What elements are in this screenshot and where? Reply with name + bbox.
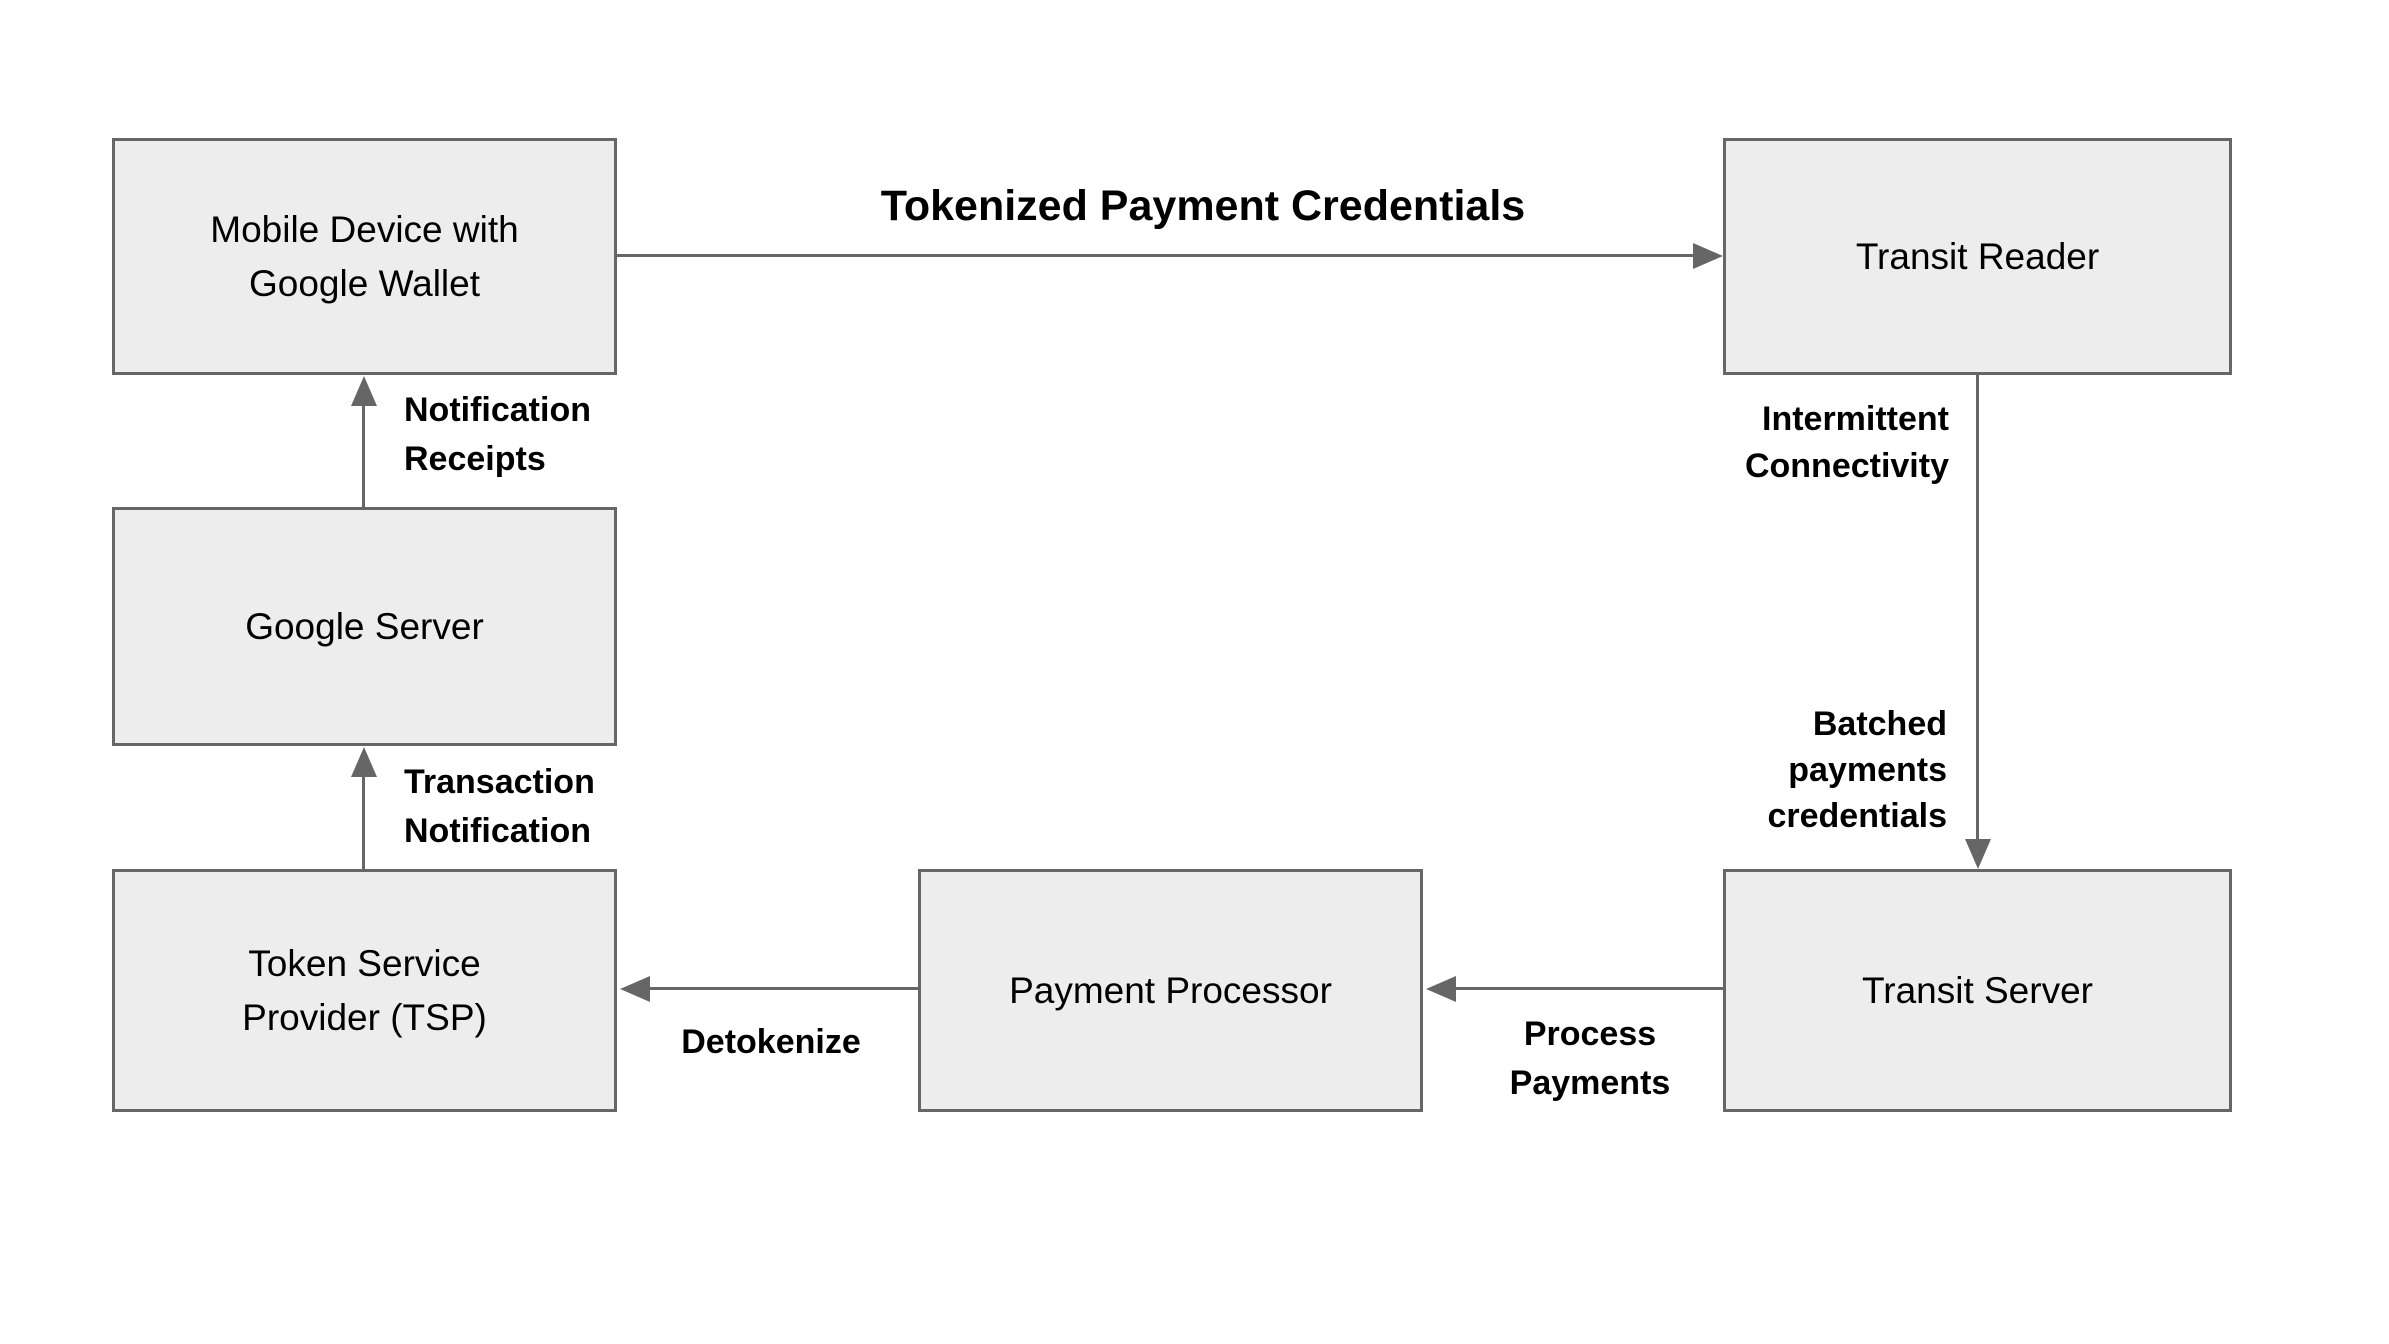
edge-transaction-notification-label: Transaction Notification	[404, 758, 595, 856]
edge-notification-receipts-label-line2: Receipts	[404, 440, 546, 478]
node-mobile-device-label-line2: Google Wallet	[248, 262, 480, 304]
edge-notification-receipts-line	[362, 405, 365, 507]
edge-tokenized-label: Tokenized Payment Credentials	[880, 182, 1526, 230]
node-mobile-device: Mobile Device with Google Wallet	[112, 138, 617, 375]
edge-detokenize-arrowhead	[620, 976, 650, 1002]
edge-process-payments-label-line2: Payments	[1509, 1064, 1671, 1102]
edge-tokenized-arrowhead	[1693, 243, 1723, 269]
edge-detokenize-label: Detokenize	[681, 1023, 861, 1061]
edge-intermittent-label-line1: Intermittent	[1762, 400, 1949, 438]
node-transit-server-label: Transit Server	[1862, 969, 2093, 1011]
edge-detokenize-line	[650, 987, 918, 990]
edge-notification-receipts-label: Notification Receipts	[404, 386, 591, 484]
edge-transaction-notification-label-line1: Transaction	[404, 763, 595, 801]
node-token-service-provider: Token Service Provider (TSP)	[112, 869, 617, 1112]
node-transit-reader: Transit Reader	[1723, 138, 2232, 375]
edge-notification-receipts-label-line1: Notification	[404, 391, 591, 429]
node-mobile-device-label-line1: Mobile Device with	[210, 208, 519, 250]
edge-transaction-notification-line	[362, 776, 365, 869]
edge-batched-label-line3: credentials	[1767, 797, 1947, 835]
node-transit-server: Transit Server	[1723, 869, 2232, 1112]
edge-intermittent-label: Intermittent Connectivity	[1660, 396, 1949, 490]
node-google-server-label: Google Server	[245, 605, 484, 647]
edge-transaction-notification-arrowhead	[351, 747, 377, 777]
node-payment-processor: Payment Processor	[918, 869, 1423, 1112]
node-transit-reader-label: Transit Reader	[1855, 235, 2100, 277]
edge-batched-arrowhead	[1965, 839, 1991, 869]
edge-batched-label: Batched payments credentials	[1660, 701, 1947, 839]
node-tsp-label-line2: Provider (TSP)	[242, 996, 487, 1038]
node-google-server: Google Server	[112, 507, 617, 746]
edge-transaction-notification-label-line2: Notification	[404, 812, 591, 850]
node-tsp-label-line1: Token Service	[248, 942, 481, 984]
edge-process-payments-arrowhead	[1426, 976, 1456, 1002]
edge-batched-label-line1: Batched	[1812, 705, 1947, 743]
edge-intermittent-label-line2: Connectivity	[1744, 447, 1949, 485]
edge-process-payments-label-line1: Process	[1523, 1015, 1657, 1053]
edge-process-payments-line	[1456, 987, 1723, 990]
edge-tokenized-line	[617, 254, 1695, 257]
node-payment-processor-label: Payment Processor	[1009, 969, 1332, 1011]
edge-process-payments-label: Process Payments	[1480, 1010, 1700, 1108]
edge-batched-line	[1976, 375, 1979, 840]
edge-notification-receipts-arrowhead	[351, 376, 377, 406]
edge-batched-label-line2: payments	[1788, 751, 1947, 789]
